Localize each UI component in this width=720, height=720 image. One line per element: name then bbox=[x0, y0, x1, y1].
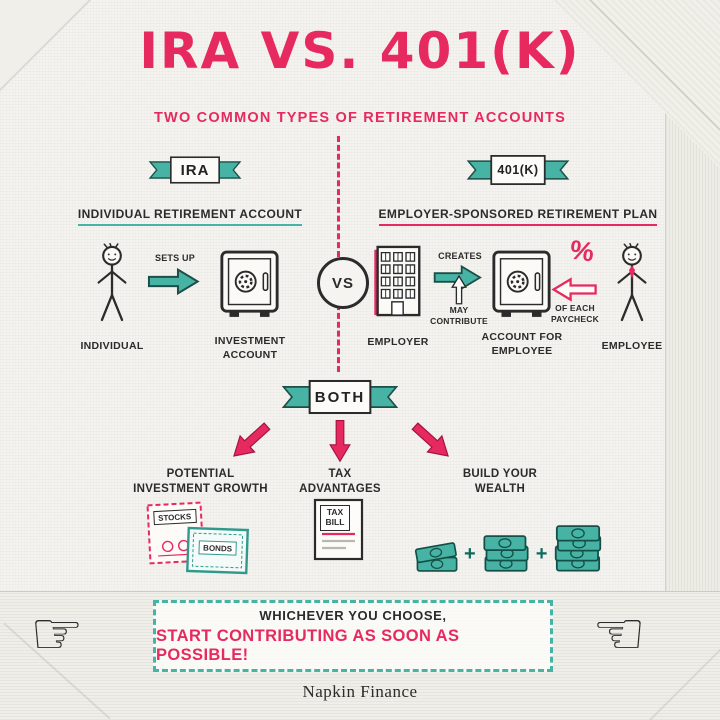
benefit-arrow-right-icon bbox=[407, 417, 456, 465]
401k-ribbon: 401(K) bbox=[466, 150, 570, 190]
ira-ribbon: IRA bbox=[148, 150, 242, 190]
employer-label: EMPLOYER bbox=[367, 336, 429, 348]
vs-badge: VS bbox=[317, 257, 369, 309]
sets-up-label: SETS UP bbox=[155, 253, 195, 263]
investment-account-label: INVESTMENT ACCOUNT bbox=[214, 335, 286, 361]
stocks-label: STOCKS bbox=[152, 508, 197, 526]
individual-label: INDIVIDUAL bbox=[80, 340, 144, 352]
percent-symbol: % bbox=[568, 234, 597, 268]
paycheck-arrow-icon bbox=[552, 278, 597, 301]
may-contribute-label: MAY CONTRIBUTE bbox=[430, 305, 488, 326]
401k-heading-wrap: EMPLOYER-SPONSORED RETIREMENT PLAN bbox=[368, 205, 668, 227]
cta-box: WHICHEVER YOU CHOOSE, START CONTRIBUTING… bbox=[153, 600, 553, 672]
napkin-fold-bottom bbox=[0, 591, 720, 720]
plus-sign: + bbox=[464, 543, 476, 565]
page-title: IRA VS. 401(K) bbox=[139, 22, 581, 80]
bonds-certificate-icon: BONDS bbox=[185, 526, 250, 575]
plus-sign: + bbox=[535, 543, 548, 565]
money-stack-icon bbox=[414, 541, 458, 572]
employer-building-icon bbox=[373, 245, 421, 317]
cta-line1: WHICHEVER YOU CHOOSE, bbox=[259, 607, 447, 623]
tax-bill-label: TAX BILL bbox=[320, 505, 350, 531]
money-stack-icon bbox=[483, 535, 529, 572]
wealth-money-group: + + bbox=[413, 510, 613, 574]
tie-icon bbox=[628, 265, 636, 279]
pointing-hand-left-icon: ☜ bbox=[592, 599, 646, 669]
pointing-hand-right-icon: ☞ bbox=[30, 599, 84, 669]
divider-dashed-line bbox=[337, 136, 340, 372]
paycheck-label: OF EACH PAYCHECK bbox=[551, 303, 599, 324]
benefit-arrow-left-icon bbox=[226, 417, 275, 465]
contribute-up-arrow-icon bbox=[451, 275, 467, 305]
tax-bill-icon: TAX BILL bbox=[313, 498, 364, 561]
benefit-growth-label: POTENTIAL INVESTMENT GROWTH bbox=[133, 468, 268, 495]
benefit-arrow-down-icon bbox=[329, 420, 351, 462]
sets-up-arrow-icon bbox=[147, 268, 199, 295]
ribbon-label: IRA bbox=[180, 161, 210, 179]
page-subtitle: TWO COMMON TYPES OF RETIREMENT ACCOUNTS bbox=[154, 110, 566, 126]
ira-heading: INDIVIDUAL RETIREMENT ACCOUNT bbox=[77, 207, 303, 227]
401k-heading: EMPLOYER-SPONSORED RETIREMENT PLAN bbox=[378, 207, 658, 227]
individual-figure-icon bbox=[97, 243, 127, 322]
money-stack-icon bbox=[555, 525, 602, 572]
employee-figure-icon bbox=[617, 243, 647, 322]
ribbon-label: 401(K) bbox=[497, 163, 539, 177]
benefit-tax-label: TAX ADVANTAGES bbox=[299, 468, 381, 495]
both-ribbon: BOTH bbox=[281, 376, 399, 418]
ribbon-label: BOTH bbox=[314, 388, 366, 406]
employee-label: EMPLOYEE bbox=[601, 340, 663, 352]
employee-account-label: ACCOUNT FOR EMPLOYEE bbox=[481, 331, 563, 357]
creates-label: CREATES bbox=[438, 251, 482, 261]
cta-line2: START CONTRIBUTING AS SOON AS POSSIBLE! bbox=[156, 626, 460, 664]
brand-logo: Napkin Finance bbox=[302, 682, 418, 701]
benefit-wealth-label: BUILD YOUR WEALTH bbox=[462, 468, 538, 495]
investment-account-safe-icon bbox=[220, 250, 279, 319]
bonds-label: BONDS bbox=[197, 540, 238, 556]
ira-heading-wrap: INDIVIDUAL RETIREMENT ACCOUNT bbox=[55, 205, 325, 227]
